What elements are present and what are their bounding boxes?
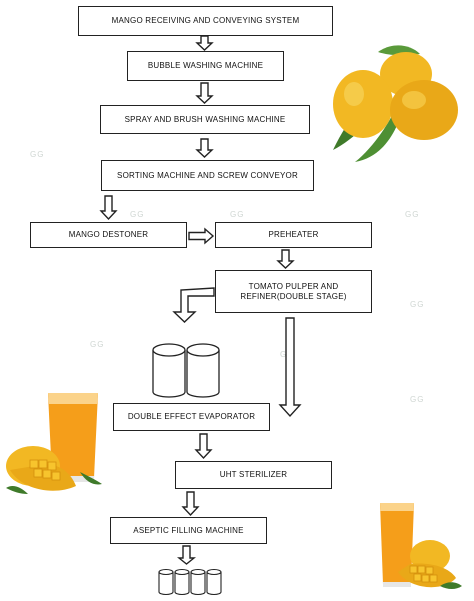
watermark-logo: GG bbox=[130, 210, 145, 219]
arrow-down-icon bbox=[195, 35, 214, 51]
step-label-line1: TOMATO PULPER AND bbox=[248, 281, 339, 291]
arrow-down-icon bbox=[194, 433, 213, 460]
step-label: UHT STERILIZER bbox=[219, 470, 288, 479]
step-aseptic-filling: ASEPTIC FILLING MACHINE bbox=[110, 517, 267, 544]
step-sorting: SORTING MACHINE AND SCREW CONVEYOR bbox=[101, 160, 314, 191]
mango-juice-glass-image bbox=[6, 393, 102, 494]
step-evaporator: DOUBLE EFFECT EVAPORATOR bbox=[113, 403, 270, 431]
step-label: SPRAY AND BRUSH WASHING MACHINE bbox=[124, 114, 286, 124]
step-label: PREHEATER bbox=[268, 230, 319, 239]
step-label: SORTING MACHINE AND SCREW CONVEYOR bbox=[117, 170, 298, 180]
watermark-logo: GG bbox=[405, 210, 420, 219]
aseptic-drums-icon bbox=[158, 568, 222, 596]
arrow-long-icon bbox=[278, 317, 302, 418]
step-destoner: MANGO DESTONER bbox=[30, 222, 187, 248]
step-uht-sterilizer: UHT STERILIZER bbox=[175, 461, 332, 489]
arrow-down-icon bbox=[99, 195, 118, 221]
step-label-line2: REFINER(DOUBLE STAGE) bbox=[240, 291, 347, 301]
arrow-down-icon bbox=[195, 138, 214, 158]
step-preheater: PREHEATER bbox=[215, 222, 372, 248]
arrow-down-icon bbox=[276, 249, 295, 269]
step-label: DOUBLE EFFECT EVAPORATOR bbox=[127, 412, 256, 421]
arrow-right-icon bbox=[188, 227, 215, 245]
mango-fruit-image bbox=[333, 45, 458, 162]
step-pulper-refiner: TOMATO PULPER AND REFINER(DOUBLE STAGE) bbox=[215, 270, 372, 313]
evaporator-tanks-icon bbox=[152, 343, 220, 398]
watermark-logo: GG bbox=[30, 150, 45, 159]
watermark-logo: GG bbox=[410, 395, 425, 404]
step-spray-brush-washing: SPRAY AND BRUSH WASHING MACHINE bbox=[100, 105, 310, 134]
arrow-down-icon bbox=[177, 545, 196, 565]
step-label: ASEPTIC FILLING MACHINE bbox=[133, 525, 244, 535]
step-label: BUBBLE WASHING MACHINE bbox=[147, 61, 264, 70]
arrow-down-icon bbox=[195, 82, 214, 104]
step-bubble-washing: BUBBLE WASHING MACHINE bbox=[127, 51, 284, 81]
watermark-logo: GG bbox=[230, 210, 245, 219]
watermark-logo: GG bbox=[90, 340, 105, 349]
step-label: MANGO RECEIVING AND CONVEYING SYSTEM bbox=[111, 16, 300, 25]
arrow-bent-icon bbox=[172, 287, 215, 323]
arrow-down-icon bbox=[181, 491, 200, 517]
step-label: MANGO DESTONER bbox=[68, 230, 149, 239]
mango-juice-glass-image bbox=[380, 503, 462, 589]
watermark-logo: GG bbox=[410, 300, 425, 309]
step-receiving: MANGO RECEIVING AND CONVEYING SYSTEM bbox=[78, 6, 333, 36]
